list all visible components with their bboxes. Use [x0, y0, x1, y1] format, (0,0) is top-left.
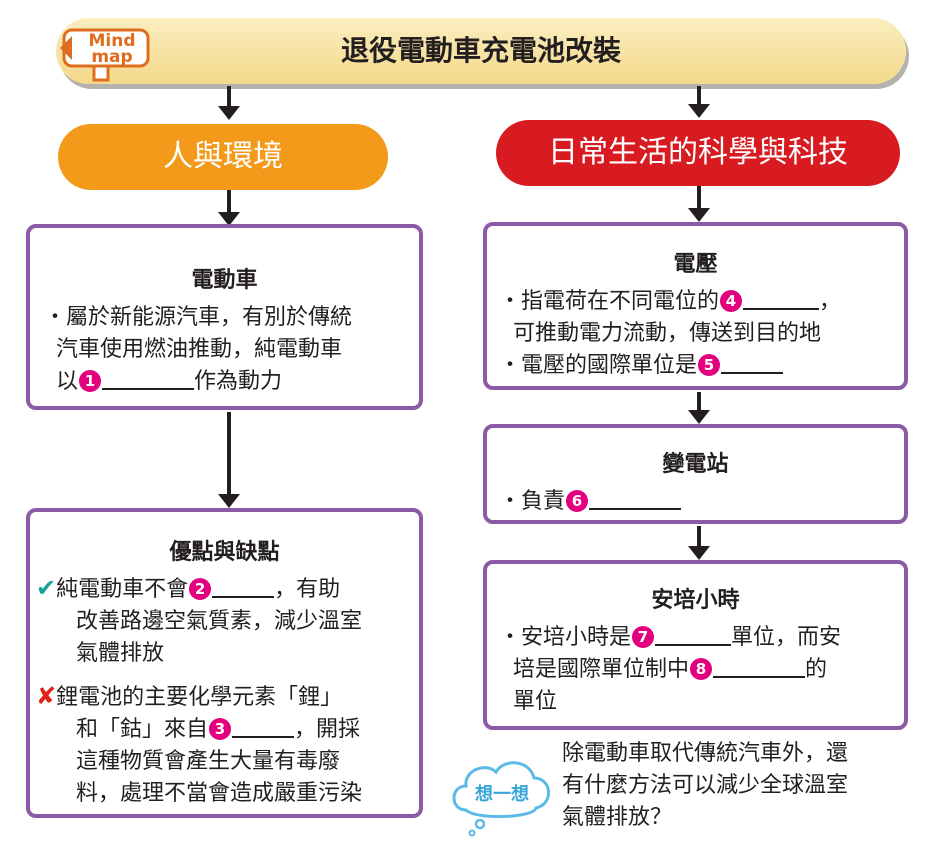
voltage-line-2: 可推動電力流動，傳送到目的地: [513, 321, 822, 346]
arrow-right-2: [684, 392, 714, 424]
blank-number-3: 3: [209, 718, 232, 740]
ah-line-1b: 單位，而安: [731, 625, 842, 650]
think-question: 除電動車取代傳統汽車外，還 有什麼方法可以減少全球溫室 氣體排放？: [562, 738, 912, 834]
blank-number-1: 1: [79, 370, 102, 392]
arrow-banner-right: [684, 86, 714, 118]
voltage-line-1a: ・指電荷在不同電位的: [499, 289, 720, 314]
pro-line-1b: ，有助: [274, 577, 341, 602]
check-icon: ✔: [36, 574, 57, 602]
box-title-electric-vehicle: 電動車: [191, 268, 258, 293]
think-cloud-icon: 想一想: [452, 761, 550, 837]
box-title-pros-cons: 優點與缺點: [169, 540, 280, 565]
blank-number-8: 8: [690, 658, 713, 680]
ah-line-2a: 培是國際單位制中: [513, 657, 690, 682]
blank-number-6: 6: [566, 490, 589, 512]
answer-blank-7[interactable]: [655, 622, 732, 646]
blank-number-4: 4: [720, 290, 743, 312]
logo-word-mind: Mind: [88, 31, 135, 51]
answer-blank-4[interactable]: [743, 286, 820, 310]
con-line-1: 鋰電池的主要化學元素「鋰」: [56, 685, 343, 710]
blank-number-5: 5: [698, 354, 721, 376]
pro-line-1a: 純電動車不會: [56, 577, 189, 602]
cross-icon: ✘: [36, 682, 57, 710]
voltage-line-3: ・電壓的國際單位是: [499, 353, 698, 378]
voltage-line-1b: ，: [819, 289, 842, 314]
answer-blank-5[interactable]: [721, 350, 784, 374]
ev-line-1: ・屬於新能源汽車，有別於傳統: [44, 305, 353, 330]
think-line-1: 除電動車取代傳統汽車外，還: [562, 741, 849, 766]
title-banner: [56, 18, 906, 84]
con-line-4: 料，處理不當會造成嚴重污染: [76, 781, 363, 806]
ah-line-1a: ・安培小時是: [499, 625, 632, 650]
category-science-technology: 日常生活的科學與科技: [496, 120, 900, 186]
answer-blank-8[interactable]: [713, 654, 806, 678]
con-line-2a: 和「鈷」來自: [76, 717, 209, 742]
answer-blank-3[interactable]: [232, 714, 295, 738]
substation-line: ・負責: [499, 489, 566, 514]
ev-line-2: 汽車使用燃油推動，純電動車: [56, 337, 343, 362]
box-title-voltage: 電壓: [673, 252, 718, 277]
ah-line-2b: 的: [805, 657, 828, 682]
arrow-left-2: [214, 412, 244, 508]
arrow-left-1: [214, 190, 244, 226]
con-line-3: 這種物質會產生大量有毒廢: [76, 749, 341, 774]
pro-line-2: 改善路邊空氣質素，減少溫室: [76, 609, 363, 634]
answer-blank-1[interactable]: [102, 366, 195, 390]
blank-number-7: 7: [632, 626, 655, 648]
think-line-2: 有什麼方法可以減少全球溫室: [562, 773, 849, 798]
ev-line-3b: 作為動力: [194, 369, 283, 394]
ah-line-3: 單位: [513, 689, 558, 714]
box-title-substation: 變電站: [662, 452, 729, 477]
arrow-right-1: [684, 186, 714, 222]
think-line-3: 氣體排放？: [562, 805, 673, 830]
box-title-ampere-hour: 安培小時: [651, 588, 740, 613]
page-title: 退役電動車充電池改裝: [340, 34, 621, 67]
answer-blank-2[interactable]: [212, 574, 275, 598]
pro-line-3: 氣體排放: [76, 641, 165, 666]
answer-blank-6[interactable]: [589, 486, 682, 510]
think-label: 想一想: [475, 783, 529, 805]
mindmap-logo-icon: Mind map: [60, 28, 150, 82]
category-people-environment: 人與環境: [58, 124, 388, 190]
logo-word-map: map: [91, 47, 132, 67]
ev-line-3a: 以: [56, 369, 79, 394]
con-line-2b: ，開採: [294, 717, 361, 742]
arrow-right-3: [684, 526, 714, 560]
arrow-banner-left: [214, 86, 244, 120]
blank-number-2: 2: [189, 578, 212, 600]
